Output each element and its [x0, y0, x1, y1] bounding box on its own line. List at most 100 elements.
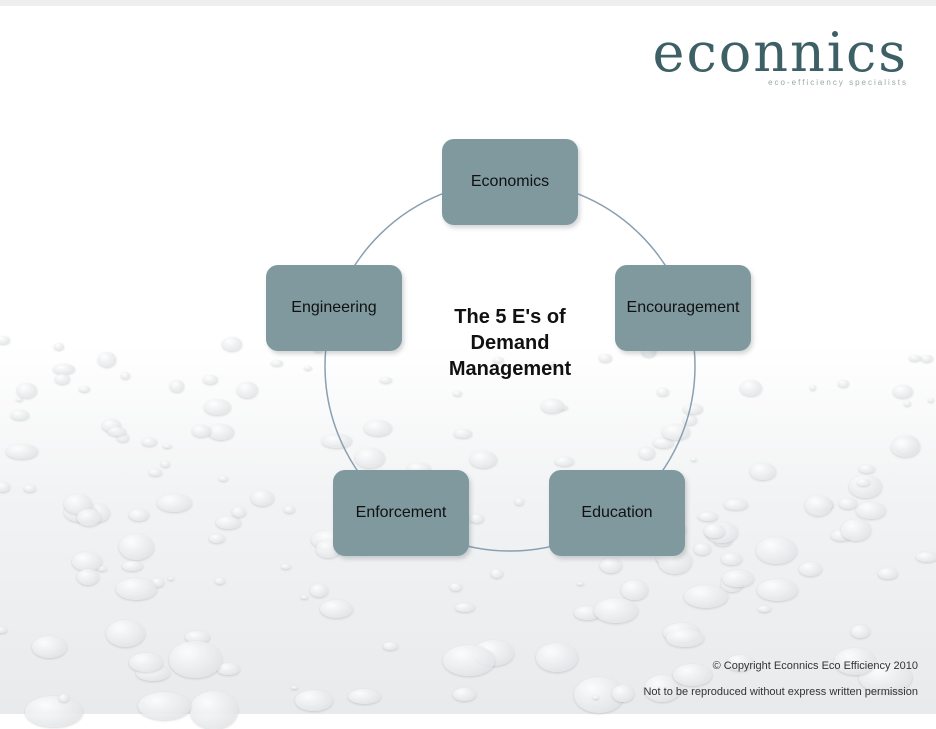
water-droplet — [892, 385, 913, 399]
water-droplet — [215, 577, 225, 584]
water-droplet — [122, 560, 143, 571]
water-droplet — [117, 433, 130, 442]
water-droplet — [541, 398, 564, 414]
water-droplet — [251, 490, 275, 506]
diagram-title: The 5 E's of Demand Management — [448, 306, 572, 380]
water-droplet — [859, 465, 875, 473]
water-droplet — [850, 625, 870, 638]
water-droplet — [690, 457, 698, 461]
water-droplet — [141, 437, 157, 446]
water-droplet — [280, 564, 291, 569]
water-droplet — [449, 583, 463, 592]
water-droplet — [890, 437, 921, 458]
water-droplet — [756, 578, 798, 601]
water-droplet — [23, 485, 37, 493]
water-droplet — [693, 542, 711, 555]
water-droplet — [283, 506, 295, 514]
water-droplet — [0, 482, 11, 492]
water-droplet — [653, 437, 674, 448]
water-droplet — [739, 379, 762, 396]
water-droplet — [364, 419, 392, 436]
water-droplet — [204, 398, 231, 415]
water-droplet — [77, 509, 101, 526]
water-droplet — [120, 371, 131, 379]
water-droplet — [169, 380, 185, 392]
water-droplet — [321, 434, 352, 448]
water-droplet — [105, 620, 145, 648]
water-droplet — [837, 380, 850, 388]
water-droplet — [303, 366, 313, 371]
water-droplet — [77, 569, 99, 586]
water-droplet — [469, 450, 498, 468]
water-droplet — [841, 519, 872, 541]
water-droplet — [202, 375, 218, 385]
water-droplet — [727, 655, 754, 671]
logo-tagline: eco-efficiency specialists — [768, 78, 908, 87]
water-droplet — [657, 387, 670, 396]
water-droplet — [347, 689, 381, 705]
water-droplet — [216, 662, 240, 676]
water-droplet — [11, 409, 29, 420]
water-droplet — [167, 576, 175, 580]
node-encouragement: Encouragement — [615, 265, 751, 351]
water-droplet — [71, 551, 103, 571]
water-droplet — [682, 403, 703, 415]
water-droplet — [207, 423, 235, 441]
water-droplet — [383, 641, 398, 650]
water-droplet — [208, 533, 225, 543]
water-droplet — [600, 557, 622, 574]
water-droplet — [682, 415, 698, 426]
water-droplet — [491, 568, 504, 578]
water-droplet — [163, 443, 173, 449]
water-droplet — [380, 377, 393, 384]
water-droplet — [755, 536, 798, 565]
water-droplet — [662, 424, 691, 440]
water-droplet — [831, 530, 852, 541]
water-droplet — [804, 495, 832, 517]
water-droplet — [855, 502, 886, 519]
water-droplet — [470, 514, 485, 523]
water-droplet — [222, 337, 243, 351]
water-droplet — [554, 456, 575, 467]
water-droplet — [515, 498, 524, 505]
water-droplet — [684, 585, 729, 608]
water-droplet — [219, 475, 228, 482]
water-droplet — [547, 361, 557, 367]
water-droplet — [536, 643, 578, 672]
water-droplet — [455, 602, 476, 612]
water-droplet — [612, 685, 635, 702]
water-droplet — [856, 478, 871, 487]
water-droplet — [151, 578, 164, 587]
water-droplet — [291, 685, 298, 689]
water-droplet — [921, 355, 934, 363]
water-droplet — [161, 461, 170, 468]
water-droplet — [672, 663, 713, 687]
water-droplet — [749, 463, 776, 480]
water-droplet — [724, 499, 748, 510]
water-droplet — [443, 645, 495, 676]
water-droplet — [406, 462, 431, 475]
water-droplet — [128, 508, 150, 521]
water-droplet — [129, 653, 163, 672]
water-droplet — [665, 628, 704, 648]
logo-wordmark: econnics — [652, 21, 908, 84]
node-enforcement: Enforcement — [333, 470, 469, 556]
water-droplet — [115, 577, 157, 600]
water-droplet — [909, 354, 921, 362]
water-droplet — [928, 397, 935, 403]
water-droplet — [493, 356, 504, 364]
copyright-line: © Copyright Econnics Eco Efficiency 2010 — [712, 660, 918, 672]
water-droplet — [592, 696, 600, 700]
water-droplet — [621, 579, 648, 600]
water-droplet — [452, 390, 462, 396]
water-droplet — [904, 400, 912, 407]
node-engineering: Engineering — [266, 265, 402, 351]
water-droplet — [192, 425, 211, 438]
water-droplet — [184, 631, 210, 644]
water-droplet — [237, 382, 259, 399]
permission-notice: Not to be reproduced without express wri… — [643, 686, 918, 698]
water-droplet — [798, 562, 822, 577]
water-droplet — [108, 427, 126, 436]
water-droplet — [704, 523, 725, 539]
water-droplet — [118, 533, 155, 561]
